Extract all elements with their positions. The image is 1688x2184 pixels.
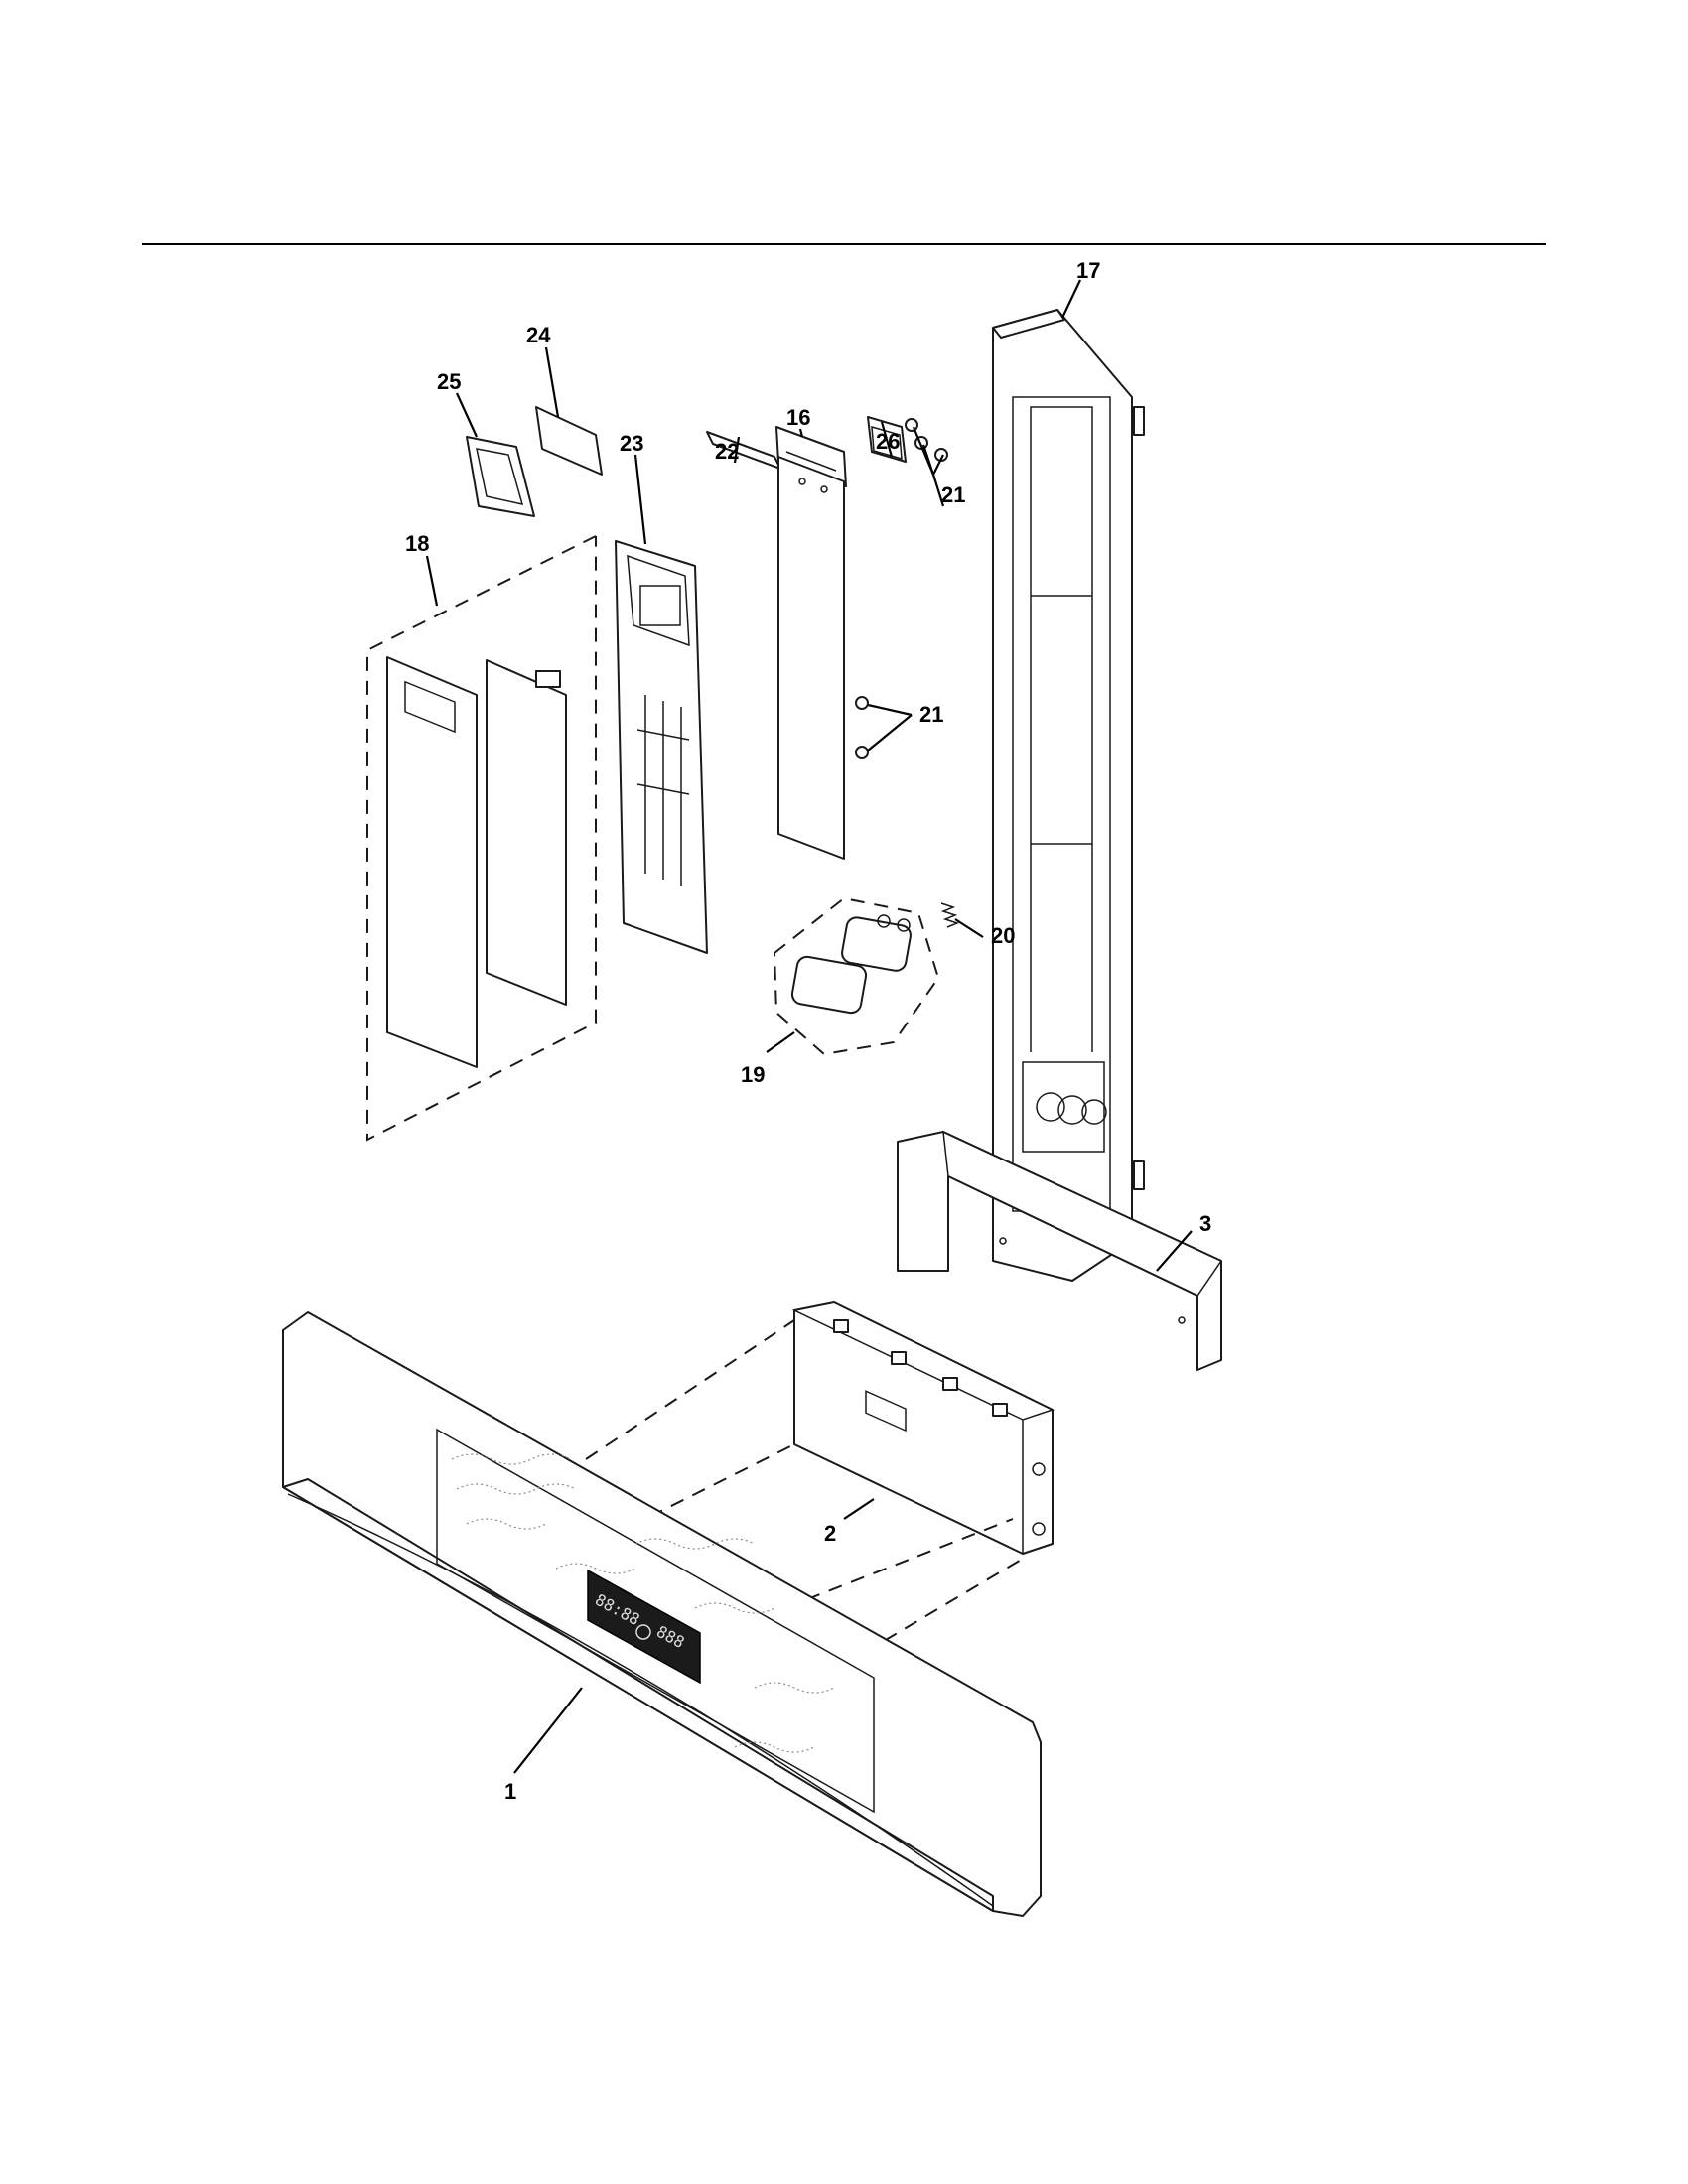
callout-2: 2 [824, 1521, 836, 1546]
part-25-window [466, 436, 535, 517]
part-2-electronic-control [791, 1301, 1055, 1555]
part-23-bracket [615, 540, 708, 954]
callout-19: 19 [741, 1062, 765, 1087]
part-3-trim [897, 1130, 1223, 1371]
part-21-screws-mid [855, 696, 869, 759]
callout-26: 26 [876, 429, 900, 454]
part-1-console-panel: 88:88 888 [282, 1311, 1042, 1917]
panel-texture [451, 1453, 835, 1753]
part-17-door-frame [992, 309, 1145, 1282]
callout-22: 22 [715, 439, 739, 464]
callouts: 17 24 25 23 22 16 26 21 18 21 20 19 3 2 [405, 258, 1211, 1804]
part-18-overlay-assembly [366, 535, 597, 1142]
callout-20: 20 [991, 923, 1015, 948]
callout-24: 24 [526, 323, 551, 347]
callout-25: 25 [437, 369, 461, 394]
callout-1: 1 [504, 1779, 516, 1804]
callout-3: 3 [1199, 1211, 1211, 1236]
part-20-spring [940, 902, 960, 928]
part-16-control-board [775, 426, 847, 860]
projection-lines [585, 1319, 1024, 1654]
callout-16: 16 [786, 405, 810, 430]
callout-21-mid: 21 [919, 702, 943, 727]
display-center-icon [635, 1624, 651, 1640]
callout-18: 18 [405, 531, 429, 556]
callout-23: 23 [620, 431, 643, 456]
part-24-plate [535, 406, 603, 476]
callout-21-top: 21 [941, 482, 965, 507]
callout-17: 17 [1076, 258, 1100, 283]
display-window [587, 1569, 701, 1685]
part-19-button-assembly [774, 896, 940, 1056]
